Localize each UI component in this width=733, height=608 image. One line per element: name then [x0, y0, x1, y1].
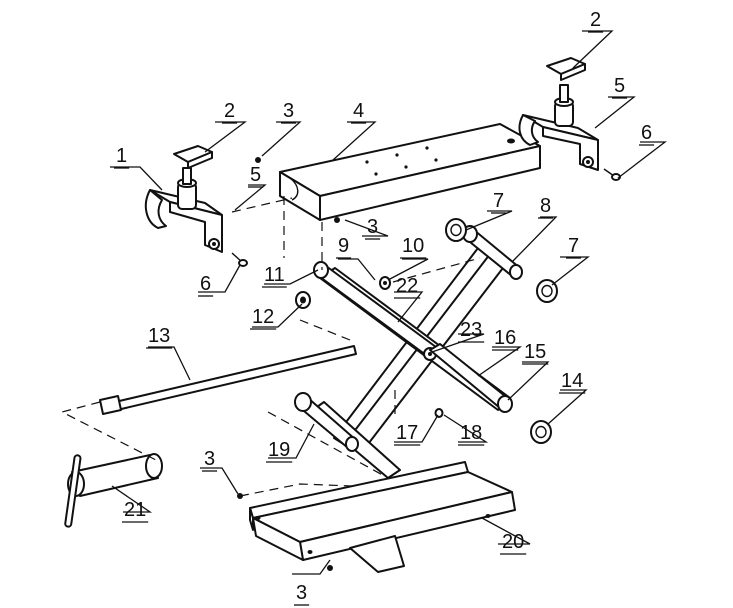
part-labels: 1 2 2 3 3 3 3 4 5 5 6 6 7 7 8 9 10 11 12…	[114, 9, 655, 606]
label-5b: 5	[614, 75, 625, 97]
label-18: 18	[460, 422, 482, 444]
label-12: 12	[252, 306, 274, 328]
label-19: 19	[268, 439, 290, 461]
bottom-pin-19	[294, 392, 359, 452]
label-5a: 5	[250, 164, 261, 186]
right-saddle-bracket	[518, 57, 621, 181]
label-11: 11	[264, 264, 285, 286]
left-saddle-bracket	[144, 145, 248, 267]
leader-lines	[110, 30, 667, 575]
label-8: 8	[540, 195, 551, 217]
top-pin-11	[313, 261, 441, 361]
label-13: 13	[148, 325, 170, 347]
label-3a: 3	[283, 100, 294, 122]
label-21: 21	[124, 499, 146, 521]
crank-handle	[64, 453, 163, 528]
top-platform	[279, 123, 541, 221]
nut-10	[379, 276, 391, 290]
rollers-7	[445, 218, 558, 444]
label-20: 20	[502, 531, 524, 553]
label-23: 23	[460, 319, 482, 341]
roller-14-16	[429, 343, 513, 413]
base-channel	[249, 461, 516, 573]
label-9: 9	[338, 235, 349, 257]
label-6a: 6	[200, 273, 211, 295]
label-3b: 3	[367, 216, 378, 238]
label-14: 14	[561, 370, 583, 392]
label-15: 15	[524, 341, 546, 363]
label-3c: 3	[204, 448, 215, 470]
nut-12	[295, 291, 311, 309]
label-7a: 7	[493, 190, 504, 212]
handle-rod	[99, 345, 357, 415]
label-17: 17	[396, 422, 418, 444]
label-7b: 7	[568, 235, 579, 257]
screws-3	[237, 157, 340, 571]
label-10: 10	[402, 235, 424, 257]
label-16: 16	[494, 327, 516, 349]
label-22: 22	[396, 275, 418, 297]
label-2b: 2	[590, 9, 601, 31]
label-1: 1	[116, 145, 127, 167]
label-4: 4	[353, 100, 364, 122]
label-3d: 3	[296, 582, 307, 604]
bolt-17-18	[434, 408, 444, 418]
assembly-lines	[60, 196, 481, 497]
label-2a: 2	[224, 100, 235, 122]
label-6b: 6	[641, 122, 652, 144]
